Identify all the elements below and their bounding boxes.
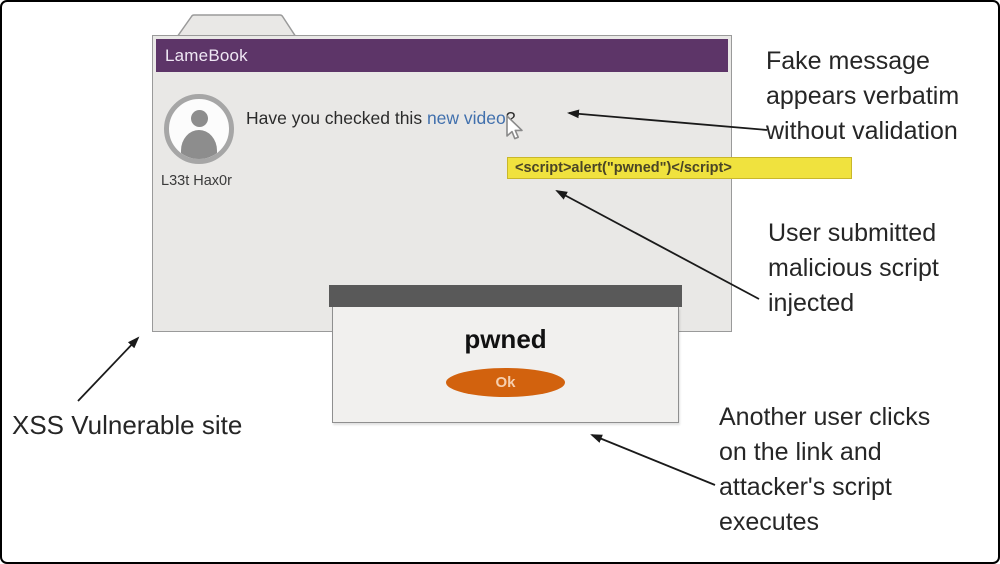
user-profile: L33t Hax0r bbox=[161, 94, 247, 189]
annotation-xss-site: XSS Vulnerable site bbox=[12, 410, 243, 440]
ok-button[interactable]: Ok bbox=[446, 368, 565, 397]
avatar bbox=[164, 94, 234, 164]
annotation-another-user: Another user clicks on the link and atta… bbox=[719, 403, 931, 536]
username: L33t Hax0r bbox=[161, 173, 232, 189]
alert-message: pwned bbox=[464, 324, 547, 354]
person-icon-body bbox=[181, 130, 217, 159]
injected-script-box: <script>alert("pwned")</script> bbox=[507, 157, 852, 179]
browser-tab bbox=[176, 14, 297, 37]
post-message: Have you checked this new video? bbox=[246, 108, 515, 129]
lamebook-window: LameBook L33t Hax0r Have you checked thi… bbox=[152, 35, 732, 332]
annotation-user-submitted: User submitted malicious script injected bbox=[768, 219, 939, 317]
lamebook-titlebar: LameBook bbox=[156, 39, 728, 72]
alert-titlebar bbox=[329, 285, 682, 307]
mouse-cursor-icon bbox=[506, 115, 523, 140]
post-text-after: ? bbox=[505, 108, 516, 128]
person-icon bbox=[190, 110, 208, 127]
post-text-before: Have you checked this bbox=[246, 108, 427, 128]
alert-body: pwned Ok bbox=[332, 307, 679, 423]
malicious-link[interactable]: new video bbox=[426, 108, 506, 128]
arrow-another-user bbox=[590, 434, 716, 486]
annotation-fake-message: Fake message appears verbatim without va… bbox=[766, 47, 960, 145]
arrow-xss-site bbox=[77, 336, 140, 402]
alert-dialog: pwned Ok bbox=[329, 285, 682, 423]
